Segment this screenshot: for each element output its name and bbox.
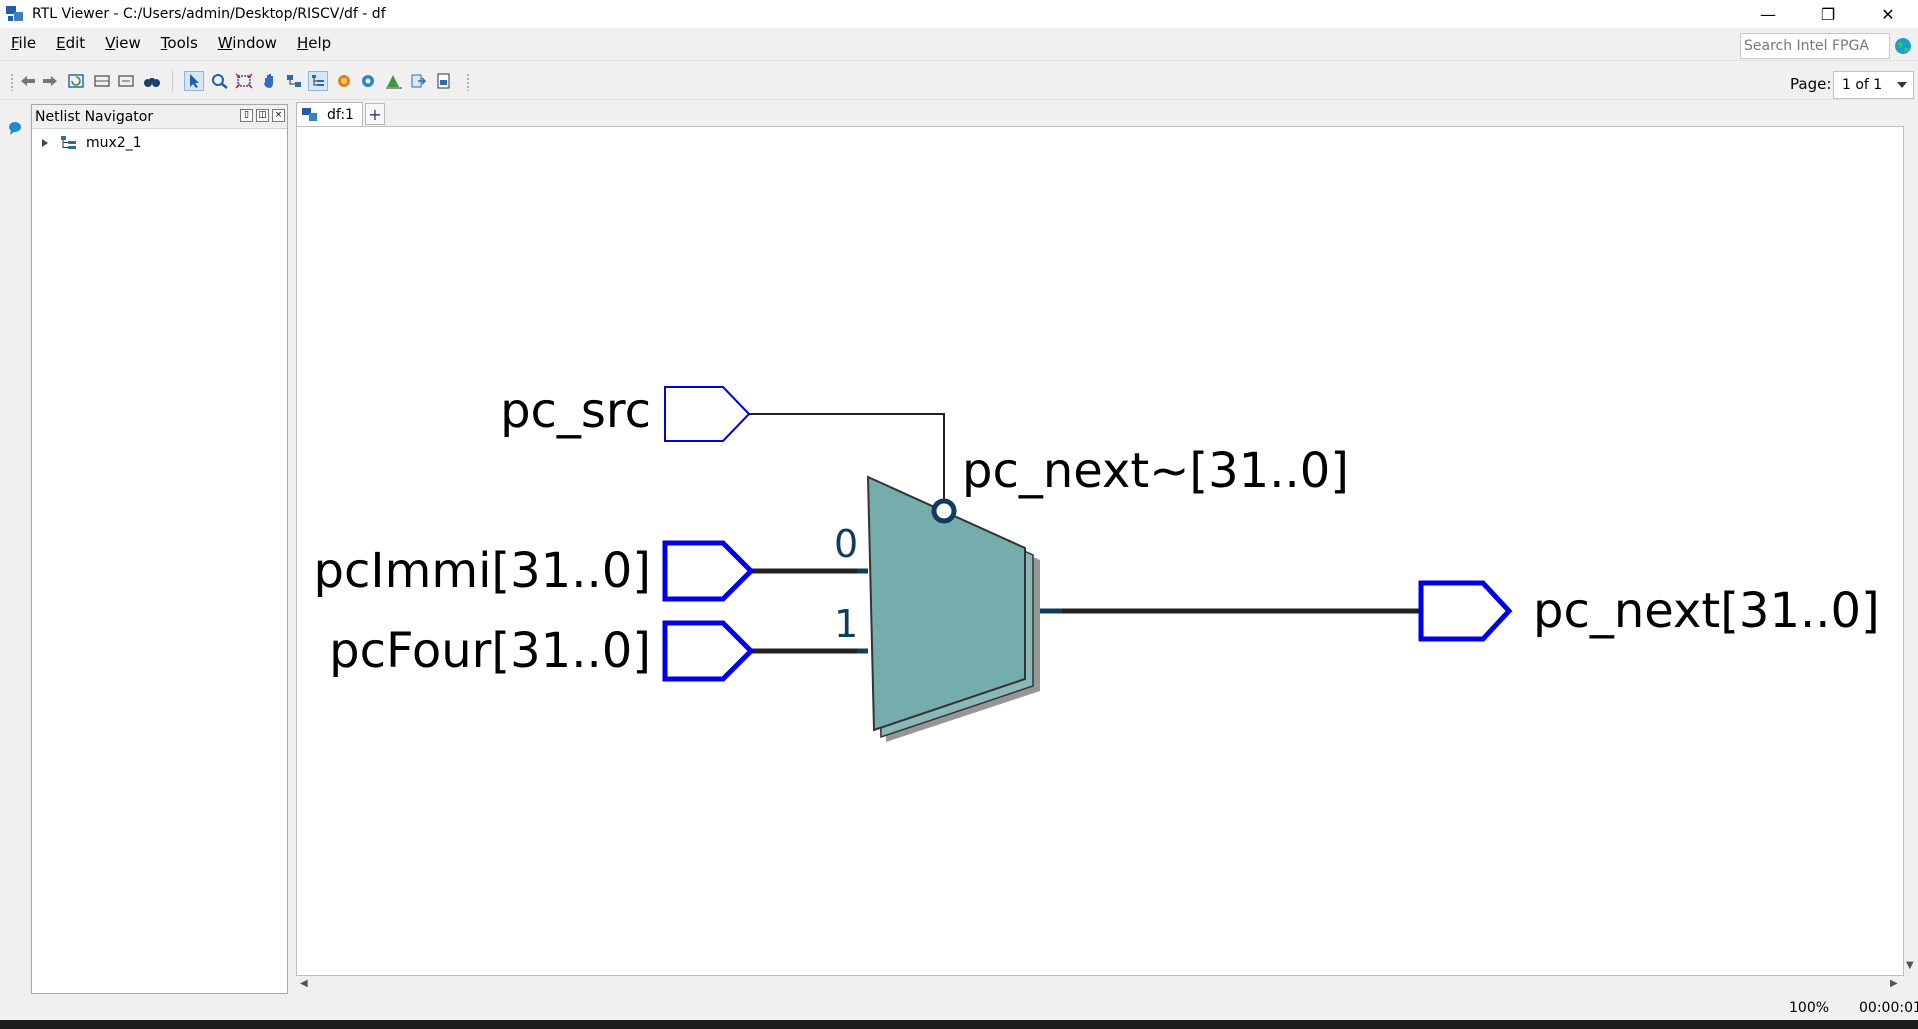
add-tab-button[interactable]: + bbox=[364, 103, 385, 125]
input-port-pc-immi[interactable] bbox=[662, 540, 755, 602]
settings-icon[interactable] bbox=[358, 71, 378, 91]
scroll-right-icon[interactable]: ▶ bbox=[1890, 978, 1898, 989]
print-icon[interactable] bbox=[434, 71, 454, 91]
zoom-icon[interactable] bbox=[210, 71, 230, 91]
status-time: 00:00:01 bbox=[1859, 1000, 1918, 1016]
export-icon[interactable] bbox=[408, 71, 428, 91]
toolbar-separator bbox=[172, 71, 173, 91]
label-mux-port-0: 0 bbox=[834, 522, 858, 566]
label-pc-next: pc_next[31..0] bbox=[1533, 583, 1880, 639]
restore-button[interactable]: ❐ bbox=[1820, 4, 1836, 24]
window-title: RTL Viewer - C:/Users/admin/Desktop/RISC… bbox=[32, 6, 386, 22]
horizontal-scrollbar[interactable]: ◀ ▶ bbox=[296, 976, 1904, 992]
collapse-icon[interactable] bbox=[116, 71, 136, 91]
menu-file[interactable]: File bbox=[11, 34, 37, 52]
filter-icon[interactable] bbox=[334, 71, 354, 91]
title-bar: RTL Viewer - C:/Users/admin/Desktop/RISC… bbox=[0, 0, 1918, 28]
netlist-navigator-panel: Netlist Navigator ▯ ◫ × mux2_1 bbox=[31, 104, 288, 994]
wire-pc-src bbox=[749, 413, 945, 501]
status-zoom: 100% bbox=[1789, 1000, 1830, 1016]
output-port-pc-next[interactable] bbox=[1418, 580, 1513, 642]
close-panel-icon[interactable]: × bbox=[272, 109, 285, 122]
menu-view[interactable]: View bbox=[105, 34, 141, 52]
expand-icon[interactable] bbox=[92, 71, 112, 91]
search-input[interactable]: Search Intel FPGA bbox=[1740, 33, 1890, 59]
label-pc-immi: pcImmi[31..0] bbox=[314, 543, 651, 599]
tree-item-label: mux2_1 bbox=[86, 135, 142, 151]
menu-edit[interactable]: Edit bbox=[56, 34, 86, 52]
menu-window[interactable]: Window bbox=[217, 34, 277, 52]
scroll-down-icon[interactable]: ▼ bbox=[1906, 960, 1914, 971]
vertical-scrollbar[interactable]: ▼ bbox=[1904, 126, 1918, 976]
menu-tools[interactable]: Tools bbox=[160, 34, 198, 52]
select-icon[interactable] bbox=[184, 71, 204, 91]
hierarchy-icon[interactable] bbox=[308, 71, 328, 91]
page-label: Page: bbox=[1790, 75, 1832, 93]
scroll-left-icon[interactable]: ◀ bbox=[300, 978, 308, 989]
menu-help[interactable]: Help bbox=[296, 34, 332, 52]
label-pc-four: pcFour[31..0] bbox=[329, 623, 651, 679]
expand-arrow-icon[interactable] bbox=[40, 138, 50, 148]
page-select[interactable]: 1 of 1 bbox=[1833, 71, 1914, 99]
hierarchy-node-icon bbox=[61, 136, 76, 149]
find-icon[interactable] bbox=[142, 71, 162, 91]
chart-icon[interactable] bbox=[384, 71, 404, 91]
netlist-icon[interactable] bbox=[284, 71, 304, 91]
globe-icon[interactable] bbox=[1894, 37, 1912, 55]
pan-icon[interactable] bbox=[260, 71, 280, 91]
minimize-button[interactable]: — bbox=[1760, 4, 1776, 24]
mux-body[interactable] bbox=[866, 475, 1026, 732]
input-port-pc-src[interactable] bbox=[664, 386, 751, 442]
tab-label: df:1 bbox=[327, 106, 354, 123]
rtl-viewer-tab-icon bbox=[302, 107, 317, 121]
float-icon[interactable]: ◫ bbox=[256, 109, 269, 122]
label-mux-instance: pc_next~[31..0] bbox=[962, 443, 1349, 499]
netlist-navigator-header: Netlist Navigator ▯ ◫ × bbox=[32, 105, 287, 129]
page-select-value: 1 of 1 bbox=[1842, 77, 1883, 93]
menu-bar: File Edit View Tools Window Help bbox=[0, 28, 1918, 58]
fit-icon[interactable] bbox=[234, 71, 254, 91]
tab-df-1[interactable]: df:1 bbox=[296, 102, 363, 126]
status-bar bbox=[0, 994, 1918, 1020]
input-port-pc-four[interactable] bbox=[662, 620, 755, 682]
left-dock-strip bbox=[0, 104, 30, 994]
refresh-icon[interactable] bbox=[66, 71, 86, 91]
tree-item-mux2-1[interactable]: mux2_1 bbox=[40, 135, 142, 151]
pin-icon[interactable]: ▯ bbox=[240, 109, 253, 122]
toolbar-grip[interactable] bbox=[10, 73, 14, 91]
close-button[interactable]: ✕ bbox=[1881, 4, 1895, 24]
toolbar bbox=[0, 60, 1918, 100]
schematic-diagram[interactable]: pc_src pcImmi[31..0] pcFour[31..0] pc_ne… bbox=[297, 127, 1903, 975]
mux-select-inversion-bubble bbox=[931, 498, 957, 524]
netlist-navigator-title: Netlist Navigator bbox=[35, 108, 154, 125]
chat-bubble-icon[interactable] bbox=[7, 120, 23, 136]
rtl-viewer-app-icon bbox=[6, 6, 23, 21]
os-taskbar bbox=[0, 1020, 1918, 1029]
toolbar-grip-end[interactable] bbox=[466, 73, 470, 91]
label-pc-src: pc_src bbox=[500, 383, 651, 439]
forward-icon[interactable] bbox=[40, 71, 60, 91]
schematic-tab-bar: df:1 + bbox=[296, 102, 385, 126]
chevron-down-icon bbox=[1897, 82, 1907, 88]
schematic-canvas[interactable]: pc_src pcImmi[31..0] pcFour[31..0] pc_ne… bbox=[296, 126, 1904, 976]
back-icon[interactable] bbox=[18, 71, 38, 91]
label-mux-port-1: 1 bbox=[834, 602, 858, 646]
